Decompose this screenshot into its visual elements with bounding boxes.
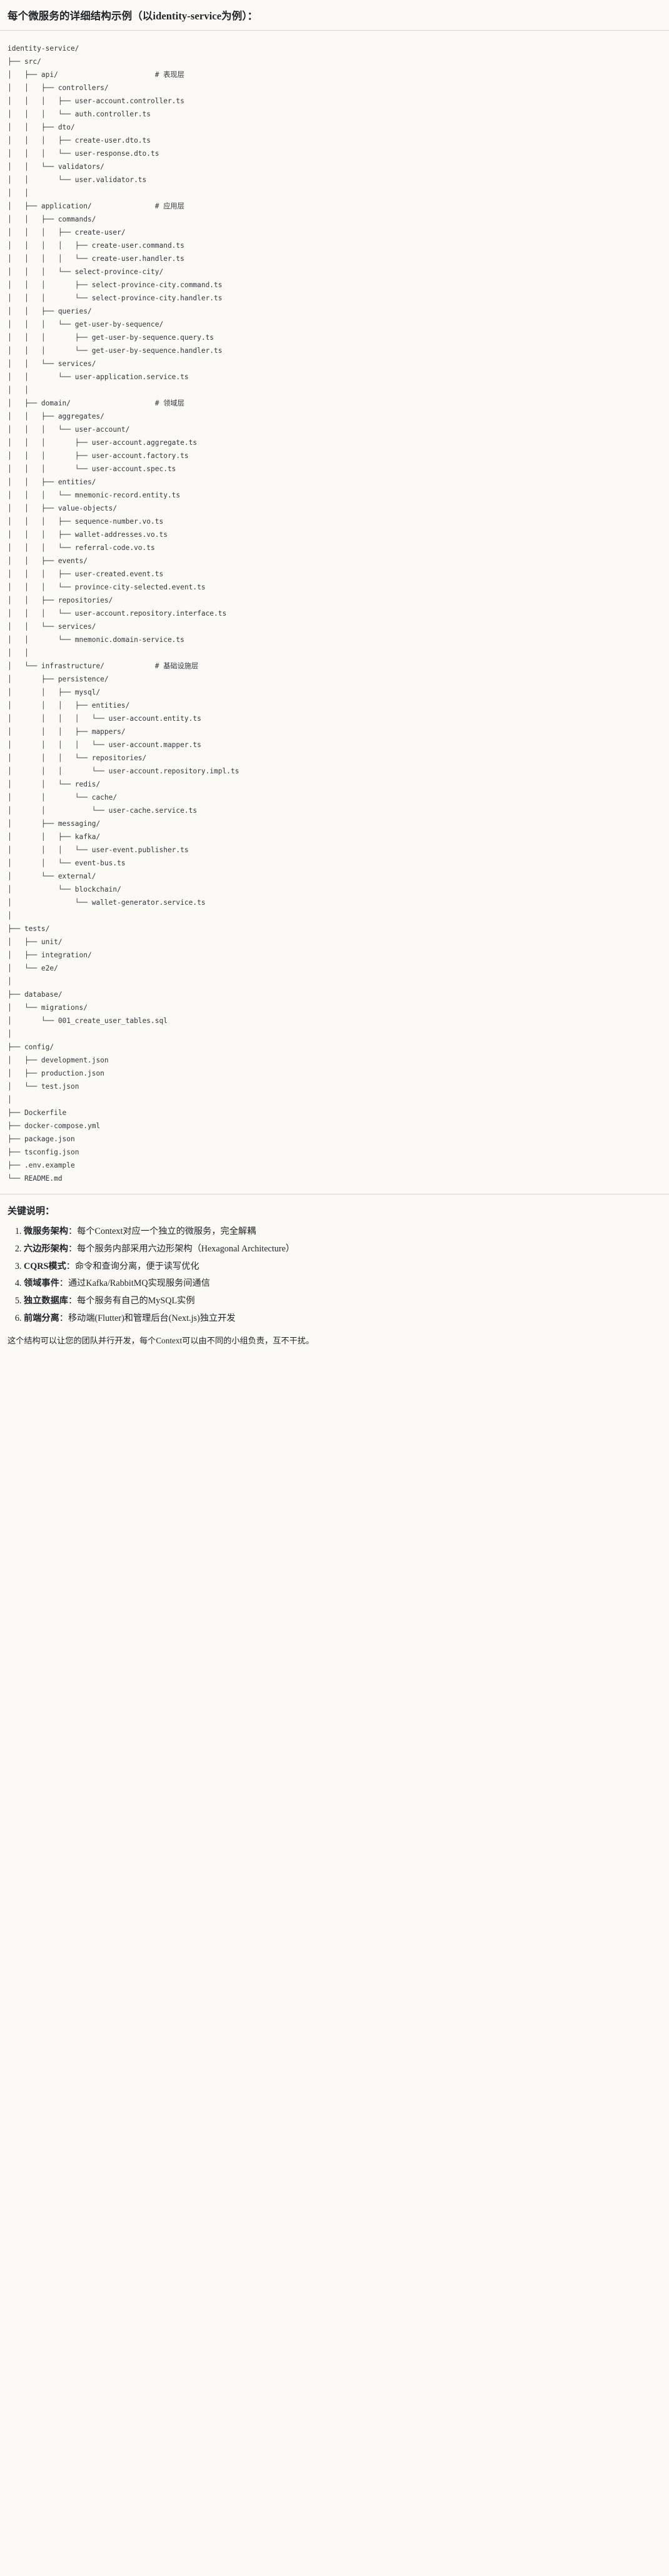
key-point-label: 微服务架构 [24, 1226, 68, 1237]
key-point-label: 独立数据库 [24, 1296, 68, 1306]
document-page: 每个微服务的详细结构示例（以identity-service为例）： ident… [0, 0, 669, 1358]
key-points-list: 微服务架构：每个Context对应一个独立的微服务，完全解耦 六边形架构：每个服… [8, 1223, 661, 1327]
key-point-text: ：每个服务有自己的MySQL实例 [68, 1296, 195, 1306]
key-point-label: 六边形架构 [24, 1244, 68, 1255]
list-item: 六边形架构：每个服务内部采用六边形架构（Hexagonal Architectu… [24, 1241, 661, 1258]
key-point-label: 领域事件 [24, 1278, 59, 1289]
key-points-footer: 这个结构可以让您的团队并行开发，每个Context可以由不同的小组负责，互不干扰… [8, 1335, 314, 1345]
key-point-text: ：通过Kafka/RabbitMQ实现服务间通信 [59, 1278, 210, 1289]
list-item: 微服务架构：每个Context对应一个独立的微服务，完全解耦 [24, 1223, 661, 1241]
key-point-label: CQRS模式 [24, 1261, 66, 1271]
directory-tree: identity-service/ ├── src/ │ ├── api/ # … [8, 44, 239, 1183]
list-item: CQRS模式：命令和查询分离，便于读写优化 [24, 1258, 661, 1276]
list-item: 领域事件：通过Kafka/RabbitMQ实现服务间通信 [24, 1275, 661, 1293]
list-item: 前端分离：移动端(Flutter)和管理后台(Next.js)独立开发 [24, 1310, 661, 1328]
key-point-text: ：每个服务内部采用六边形架构（Hexagonal Architecture） [68, 1244, 295, 1255]
page-title: 每个微服务的详细结构示例（以identity-service为例）： [0, 0, 669, 31]
key-point-text: ：每个Context对应一个独立的微服务，完全解耦 [68, 1226, 256, 1237]
key-point-text: ：移动端(Flutter)和管理后台(Next.js)独立开发 [59, 1313, 236, 1323]
key-points-title: 关键说明： [8, 1206, 55, 1216]
key-points-section: 关键说明： 微服务架构：每个Context对应一个独立的微服务，完全解耦 六边形… [0, 1193, 669, 1358]
list-item: 独立数据库：每个服务有自己的MySQL实例 [24, 1293, 661, 1310]
key-point-text: ：命令和查询分离，便于读写优化 [66, 1261, 199, 1271]
key-point-label: 前端分离 [24, 1313, 59, 1323]
directory-tree-code-block: identity-service/ ├── src/ │ ├── api/ # … [0, 30, 669, 1194]
